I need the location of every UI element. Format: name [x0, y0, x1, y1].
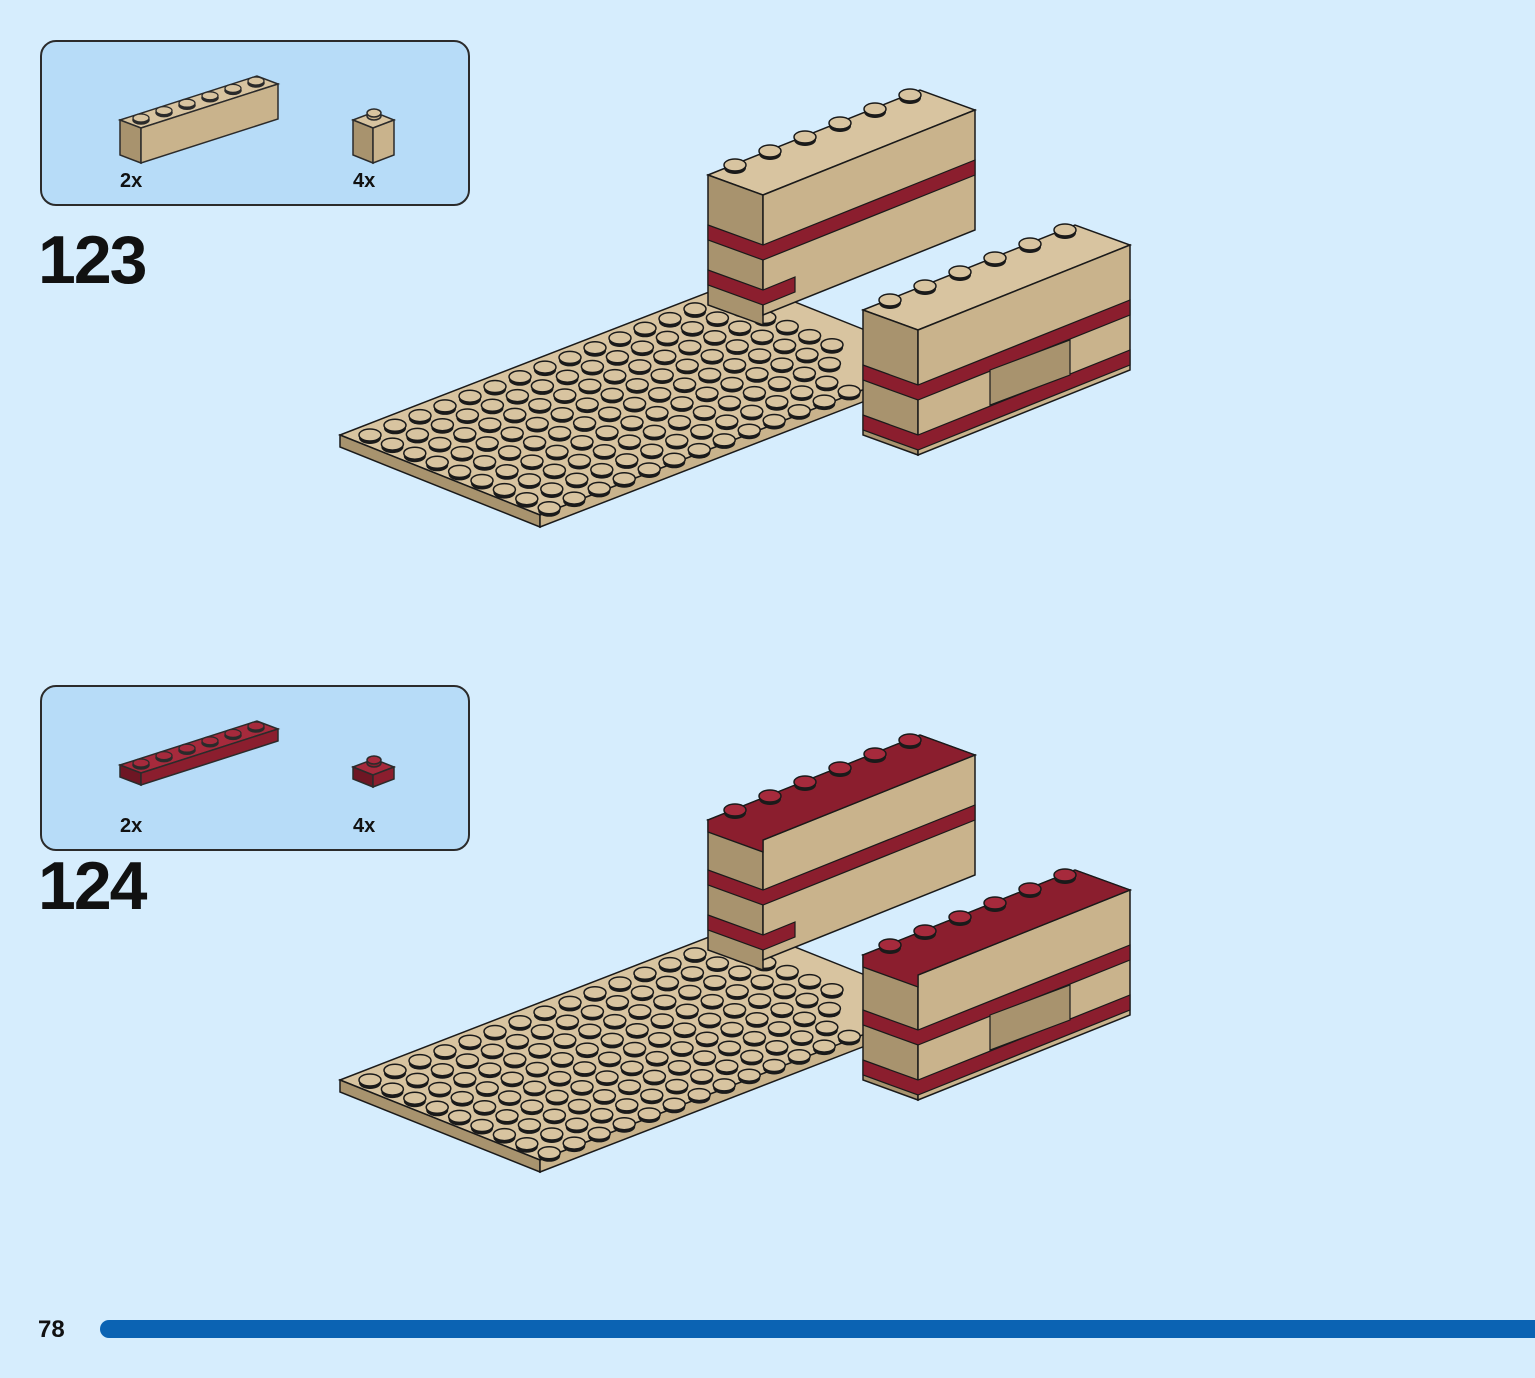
parts-callout-step-124: 2x 4x — [40, 685, 470, 851]
dark-red-plate-1x1-icon — [350, 755, 397, 789]
parts-callout-step-123: 2x 4x — [40, 40, 470, 206]
part-quantity: 2x — [120, 815, 143, 837]
step-number: 123 — [38, 222, 147, 298]
tan-brick-1x1-icon — [350, 108, 397, 165]
part-quantity: 2x — [120, 170, 143, 192]
part-quantity: 4x — [353, 815, 376, 837]
model-illustration-step-123 — [337, 88, 1133, 529]
step-number: 124 — [38, 848, 147, 924]
model-illustration-step-124 — [337, 733, 1133, 1174]
part-quantity: 4x — [353, 170, 376, 192]
parts-art-124 — [117, 720, 397, 789]
progress-bar — [100, 1320, 1535, 1338]
page-number: 78 — [38, 1316, 65, 1343]
parts-art-123 — [117, 75, 397, 165]
